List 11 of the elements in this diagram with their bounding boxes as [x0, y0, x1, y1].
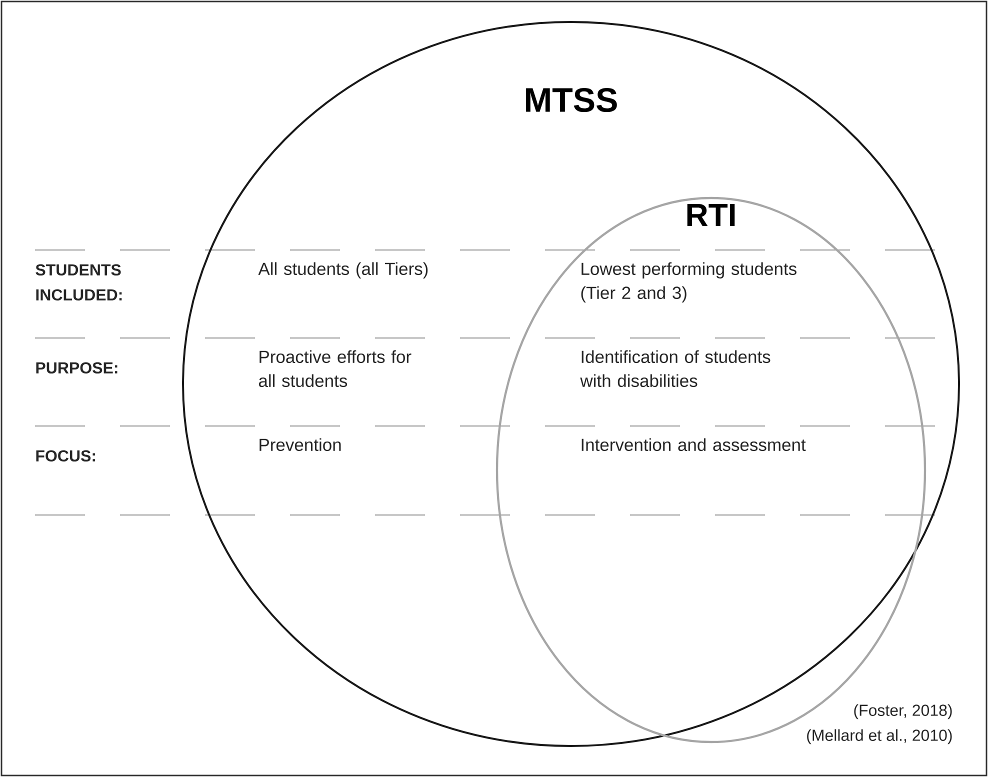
- cell-text: Proactive efforts for all students: [258, 350, 412, 388]
- cell-text: Intervention and assessment: [582, 438, 806, 452]
- row-heading: STUDENTS INCLUDED:: [36, 264, 122, 301]
- cell-text: Lowest performing students (Tier 2 and 3): [581, 262, 796, 302]
- cell-text: Prevention: [260, 438, 341, 452]
- row-heading: PURPOSE:: [36, 362, 118, 374]
- citation: (Foster, 2018): [854, 704, 952, 720]
- citation: (Mellard et al., 2010): [807, 729, 952, 744]
- cell-text: Identification of students with disabilities: [580, 350, 770, 388]
- row-heading: FOCUS:: [36, 450, 95, 462]
- cell-text: All students (all Tiers): [258, 262, 428, 278]
